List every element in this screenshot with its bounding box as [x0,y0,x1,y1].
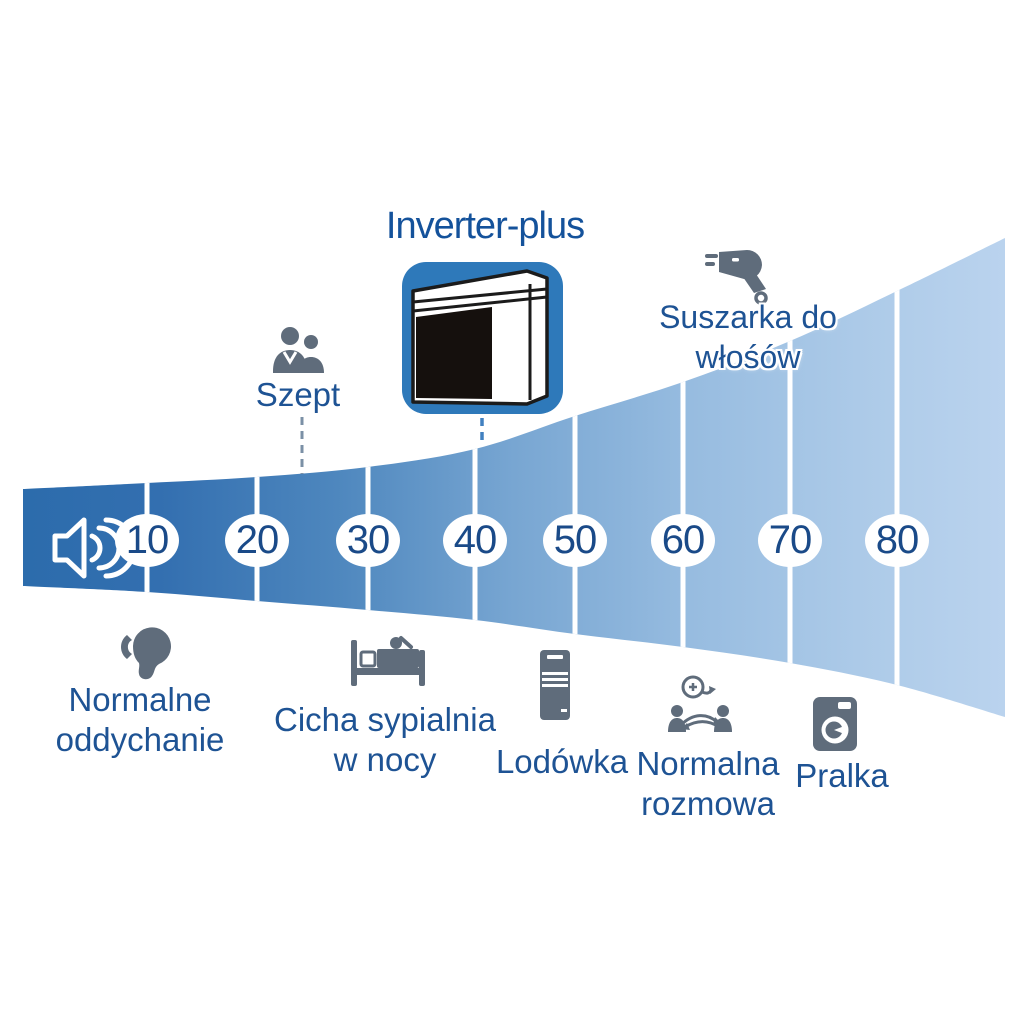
washing-machine-icon [811,695,859,753]
tick-40: 40 [443,514,507,567]
hair-dryer-label: Suszarka do włośów [610,297,886,377]
hair-dryer-icon [703,243,773,305]
conversation-icon [667,675,733,739]
tick-70: 70 [758,514,822,567]
fridge-label: Lodówka [496,742,628,782]
tick-50: 50 [543,514,607,567]
tick-10: 10 [115,514,179,567]
breathing-label: Normalne oddychanie [56,680,225,760]
tick-30: 30 [336,514,400,567]
whisper-label: Szept [256,375,340,415]
refrigerator-icon [538,648,572,722]
air-conditioner-outdoor-unit-icon [402,262,563,414]
tick-20: 20 [225,514,289,567]
ear-icon [112,615,172,685]
bedroom-label: Cicha sypialnia w nocy [274,700,496,780]
tick-60: 60 [651,514,715,567]
washer-label: Pralka [795,756,889,796]
bed-icon [349,632,427,690]
tick-80: 80 [865,514,929,567]
page-title: Inverter-plus [386,205,584,248]
whispering-people-icon [270,325,326,379]
inverter-plus-badge [402,262,563,414]
conversation-label: Normalna rozmowa [636,744,779,824]
